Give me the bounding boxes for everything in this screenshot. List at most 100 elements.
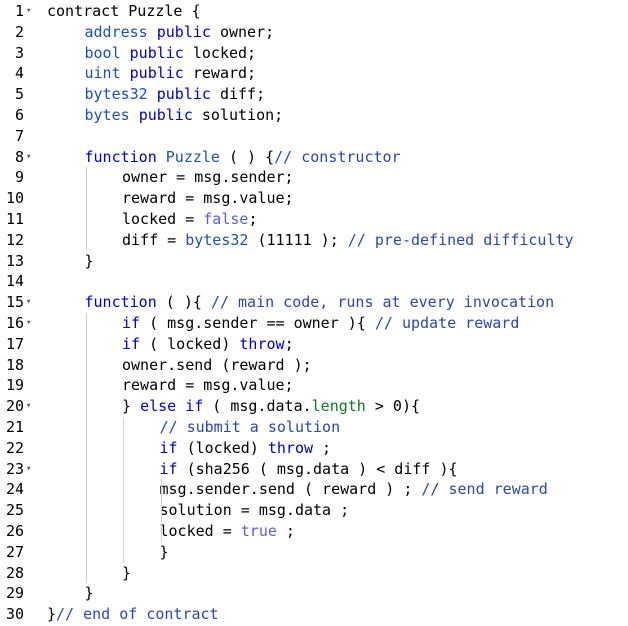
code-token: // send reward bbox=[421, 480, 548, 499]
code-token: // pre-defined difficulty bbox=[347, 230, 574, 249]
code-line[interactable]: 16▾if ( msg.sender == owner ){ // update… bbox=[0, 313, 628, 334]
code-text: bytes32 public diff; bbox=[85, 84, 266, 105]
code-token bbox=[157, 148, 166, 166]
code-line[interactable]: 13} bbox=[0, 251, 628, 272]
line-number: 14 bbox=[5, 272, 24, 291]
code-token: ; bbox=[276, 522, 295, 540]
code-token: solution = msg.data ; bbox=[159, 501, 350, 520]
code-token: if bbox=[185, 397, 204, 416]
code-line[interactable]: 21// submit a solution bbox=[0, 417, 628, 438]
code-token: bytes bbox=[84, 106, 130, 124]
code-token: bytes32 bbox=[84, 85, 148, 104]
code-line[interactable]: 11 locked = false; bbox=[0, 209, 628, 230]
code-token: address bbox=[84, 22, 148, 41]
code-token: public bbox=[156, 85, 211, 104]
chevron-down-icon[interactable]: ▾ bbox=[26, 297, 32, 308]
code-text: contract Puzzle { bbox=[47, 1, 201, 22]
code-line[interactable]: 28} bbox=[0, 563, 628, 584]
chevron-down-icon[interactable]: ▾ bbox=[26, 318, 32, 328]
line-number: 26 bbox=[5, 522, 24, 540]
code-line[interactable]: 27} bbox=[0, 542, 628, 563]
code-line[interactable]: 18 owner.send (reward ); bbox=[0, 355, 628, 376]
code-token: reward = msg.value; bbox=[122, 376, 294, 395]
code-token: } bbox=[122, 563, 132, 582]
code-token: ( locked) bbox=[140, 334, 240, 353]
code-line[interactable]: 26 locked = true ; bbox=[0, 521, 628, 542]
code-token: (11111 ); bbox=[248, 230, 348, 249]
code-token: if bbox=[122, 314, 141, 332]
code-line[interactable]: 30 }// end of contract bbox=[0, 604, 628, 625]
code-token: locked; bbox=[183, 43, 257, 62]
code-line[interactable]: 23▾if (sha256 ( msg.data ) < diff ){ bbox=[0, 459, 628, 480]
line-number: 2 bbox=[14, 22, 24, 41]
code-token: length bbox=[311, 397, 366, 416]
code-line[interactable]: 5 bytes32 public diff; bbox=[0, 84, 628, 105]
code-token: ( msg.data. bbox=[203, 397, 312, 416]
code-token: if bbox=[122, 334, 141, 353]
code-token: ( msg.sender == owner ){ bbox=[140, 314, 375, 332]
code-line[interactable]: 8▾function Puzzle ( ) {// constructor bbox=[0, 147, 628, 168]
code-token bbox=[148, 23, 157, 41]
code-token: owner; bbox=[210, 22, 275, 41]
code-text: }// end of contract bbox=[47, 604, 219, 625]
code-text: function Puzzle ( ) {// constructor bbox=[85, 147, 401, 168]
code-token: } bbox=[84, 251, 94, 270]
code-token: ; bbox=[313, 438, 332, 457]
code-token: ( ) { bbox=[219, 147, 275, 166]
code-line[interactable]: 20▾} else if ( msg.data.length > 0){ bbox=[0, 396, 628, 417]
line-number: 13 bbox=[5, 251, 24, 270]
line-number: 11 bbox=[5, 210, 24, 228]
code-text: } bbox=[85, 583, 94, 604]
code-text: address public owner; bbox=[85, 22, 275, 43]
line-number: 7 bbox=[14, 126, 24, 145]
line-number: 23 bbox=[5, 459, 24, 478]
code-token: owner.send (reward ); bbox=[122, 355, 312, 374]
code-token: // submit a solution bbox=[159, 418, 341, 436]
line-number: 5 bbox=[14, 85, 24, 104]
code-line[interactable]: 15▾function ( ){ // main code, runs at e… bbox=[0, 292, 628, 313]
code-text: uint public reward; bbox=[85, 63, 257, 84]
code-text: reward = msg.value; bbox=[122, 375, 294, 396]
code-token: } bbox=[47, 605, 57, 624]
code-text: } bbox=[160, 542, 169, 563]
code-text: locked = false; bbox=[122, 209, 257, 230]
code-line[interactable]: 1▾contract Puzzle { bbox=[0, 1, 628, 22]
code-token: false bbox=[203, 210, 249, 228]
code-token: function bbox=[84, 293, 157, 312]
chevron-down-icon[interactable]: ▾ bbox=[26, 463, 32, 474]
code-token: Puzzle bbox=[165, 147, 220, 166]
code-text: reward = msg.value; bbox=[122, 188, 294, 209]
code-text: locked = true ; bbox=[160, 521, 295, 542]
code-token: diff = bbox=[122, 230, 186, 249]
line-number: 18 bbox=[5, 355, 24, 374]
chevron-down-icon[interactable]: ▾ bbox=[26, 6, 32, 16]
chevron-down-icon[interactable]: ▾ bbox=[26, 401, 32, 412]
code-token: ( ){ bbox=[156, 293, 211, 312]
code-line[interactable]: 29} bbox=[0, 583, 628, 604]
code-token bbox=[121, 44, 130, 62]
line-number: 30 bbox=[5, 605, 24, 624]
code-text: } bbox=[122, 563, 131, 584]
code-line[interactable]: 2 address public owner; bbox=[0, 22, 628, 43]
code-token: throw bbox=[239, 334, 285, 353]
code-token: public bbox=[129, 43, 184, 62]
code-text: bool public locked; bbox=[85, 43, 257, 64]
code-token: // update reward bbox=[374, 314, 520, 332]
code-line[interactable]: 7 bbox=[0, 126, 628, 147]
code-line[interactable]: 14 bbox=[0, 271, 628, 292]
code-token: if bbox=[159, 459, 178, 478]
code-text: owner = msg.sender; bbox=[122, 167, 294, 188]
chevron-down-icon[interactable]: ▾ bbox=[26, 151, 32, 162]
